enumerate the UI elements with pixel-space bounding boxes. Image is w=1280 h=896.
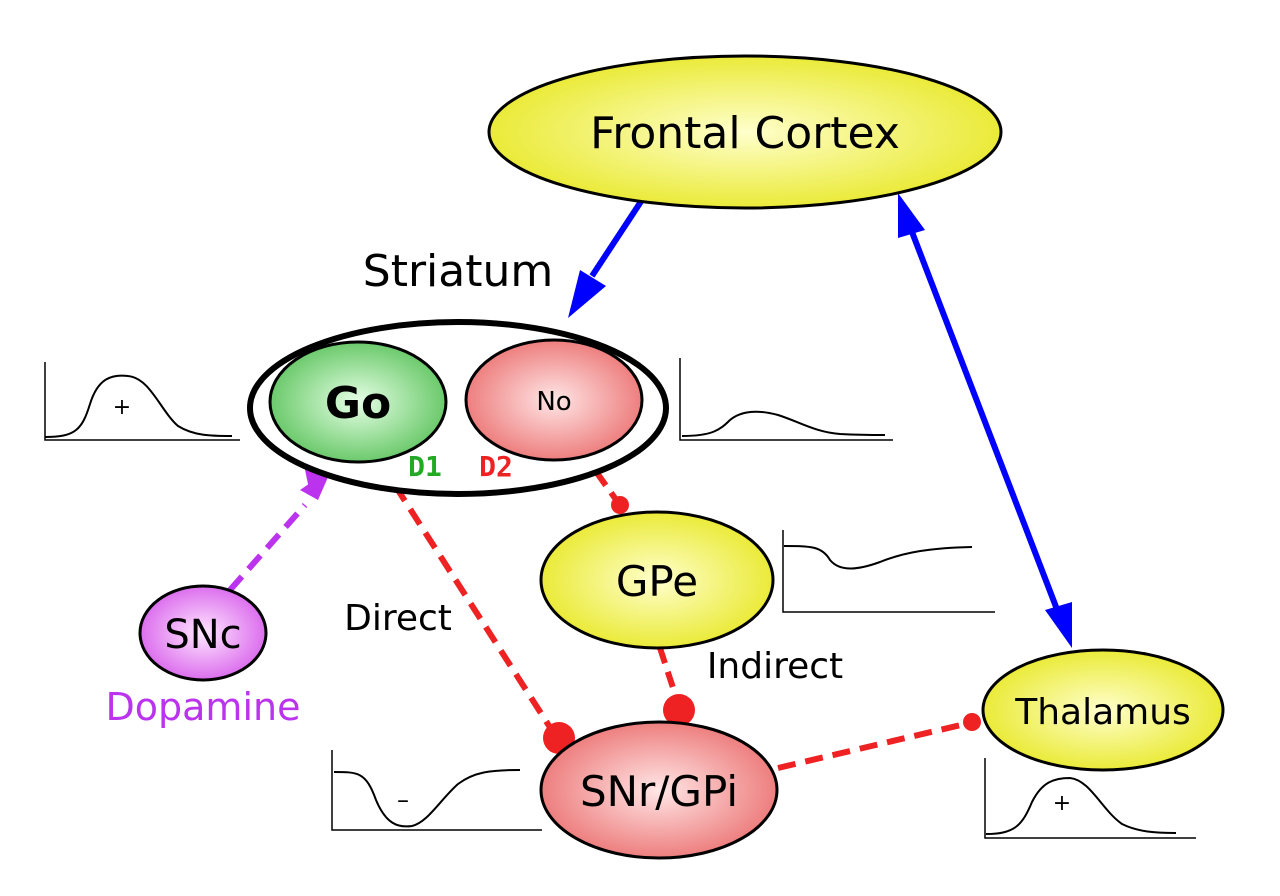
no-node: No	[464, 338, 644, 462]
thalamus-label: Thalamus	[1014, 692, 1191, 733]
gpe-label: GPe	[616, 557, 698, 606]
thalamus-trace-sign: +	[1053, 791, 1071, 816]
no-label: No	[536, 387, 571, 417]
snr-gpi-activity-trace: –	[331, 750, 542, 831]
d1-label: D1	[408, 450, 442, 483]
dopamine-connection	[227, 460, 334, 592]
snr-to-thalamus-connection	[777, 713, 981, 771]
thalamus-activity-trace: +	[984, 758, 1196, 839]
go-trace-sign: +	[113, 395, 131, 420]
go-label: Go	[325, 378, 391, 429]
snr-gpi-node: SNr/GPi	[539, 720, 779, 860]
striatum-label: Striatum	[363, 246, 553, 297]
gpe-node: GPe	[539, 510, 775, 650]
d2-label: D2	[479, 450, 513, 483]
snc-node: SNc	[138, 584, 268, 682]
snr-gpi-trace-sign: –	[397, 786, 409, 814]
frontal-cortex-label: Frontal Cortex	[590, 108, 900, 159]
dopamine-label: Dopamine	[106, 685, 301, 729]
direct-pathway-label: Direct	[344, 598, 452, 639]
no-activity-trace	[679, 358, 893, 441]
gpe-to-snr-connection	[657, 647, 695, 726]
go-activity-trace: +	[44, 362, 240, 441]
snr-gpi-label: SNr/GPi	[580, 767, 738, 816]
go-node: Go	[268, 340, 448, 464]
frontal-cortex-node: Frontal Cortex	[487, 54, 1003, 210]
indirect-pathway-label: Indirect	[707, 646, 843, 687]
thalamus-node: Thalamus	[981, 648, 1225, 772]
gpe-activity-trace	[782, 530, 995, 613]
cortex-to-striatum-arrow	[568, 198, 645, 318]
snc-label: SNc	[164, 612, 241, 658]
cortex-thalamus-arrow	[898, 193, 1072, 648]
